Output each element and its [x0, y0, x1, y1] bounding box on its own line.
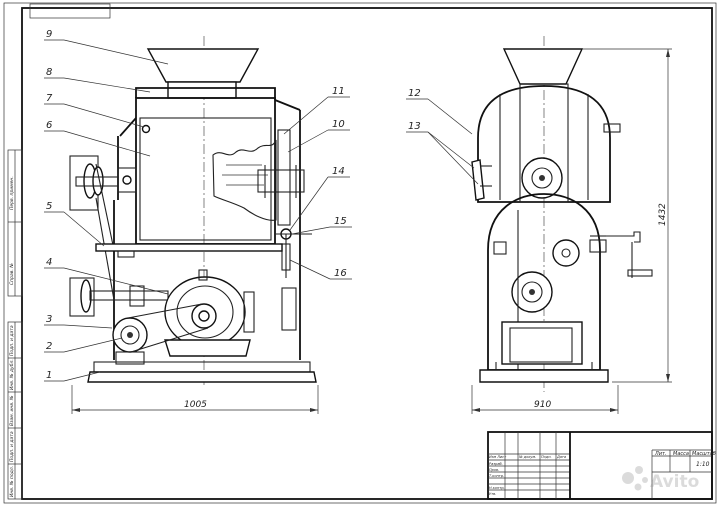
side-view: 910 1432	[471, 36, 672, 414]
tb-row-label-1: № докум.	[518, 455, 536, 459]
callout-13: 13	[408, 121, 421, 132]
callout-14: 14	[332, 166, 345, 177]
margin-column: Перв. примен. Справ. № Подп. и дата Инв.…	[7, 149, 23, 500]
title-block: Лит. Масса Масштаб 1:10 Изм Лист № докум…	[487, 431, 716, 500]
dim-side-width: 910	[534, 400, 551, 410]
dim-height: 1432	[658, 203, 668, 226]
callout-6: 6	[46, 120, 52, 131]
tb-role-0: Разраб.	[489, 462, 503, 466]
tb-scale-value: 1:10	[696, 461, 710, 468]
dim-front-width: 1005	[184, 400, 207, 410]
margin-label-4: Взам. инв. №	[9, 395, 15, 426]
margin-label-5: Подп. и дата	[9, 431, 15, 462]
callout-11: 11	[332, 86, 345, 97]
callout-15: 15	[334, 216, 347, 227]
margin-label-1: Справ. №	[9, 263, 15, 285]
tb-role-4: Утв.	[489, 492, 496, 496]
callout-2: 2	[46, 341, 52, 352]
callout-9: 9	[46, 29, 52, 40]
margin-label-0: Перв. примен.	[9, 176, 15, 210]
callout-8: 8	[46, 67, 52, 78]
tb-header-scale: Масштаб	[692, 451, 716, 457]
callouts-side: 12 13	[406, 88, 479, 185]
tb-role-2: Т.контр.	[489, 474, 504, 478]
margin-label-6: Инв. № подл.	[9, 466, 15, 497]
callout-12: 12	[408, 88, 421, 99]
tb-header-mass: Масса	[673, 451, 689, 457]
callout-7: 7	[46, 93, 53, 104]
tb-role-1: Пров.	[489, 468, 499, 472]
tb-row-label-0: Изм Лист	[489, 455, 507, 459]
sheet-frame	[3, 2, 717, 504]
callout-5: 5	[46, 201, 52, 212]
callout-4: 4	[46, 257, 52, 268]
front-view: 1005	[69, 36, 319, 414]
callout-16: 16	[334, 268, 347, 279]
margin-label-3: Инв. № дубл.	[9, 359, 15, 390]
tb-row-label-3: Дата	[556, 455, 566, 459]
tb-role-3: Н.контр.	[489, 486, 505, 490]
callout-1: 1	[46, 370, 52, 381]
callout-3: 3	[46, 314, 52, 325]
tb-header-lit: Лит.	[654, 451, 667, 457]
tb-row-label-2: Подп.	[541, 455, 552, 459]
margin-label-2: Подп. и дата	[9, 325, 15, 356]
callout-10: 10	[332, 119, 345, 130]
callouts-front: 9 8 7 6 5 4 3 2 1 11 10 14 15 16	[44, 29, 352, 382]
watermark-text: Avito	[650, 472, 699, 492]
avito-watermark: Avito	[622, 466, 699, 492]
